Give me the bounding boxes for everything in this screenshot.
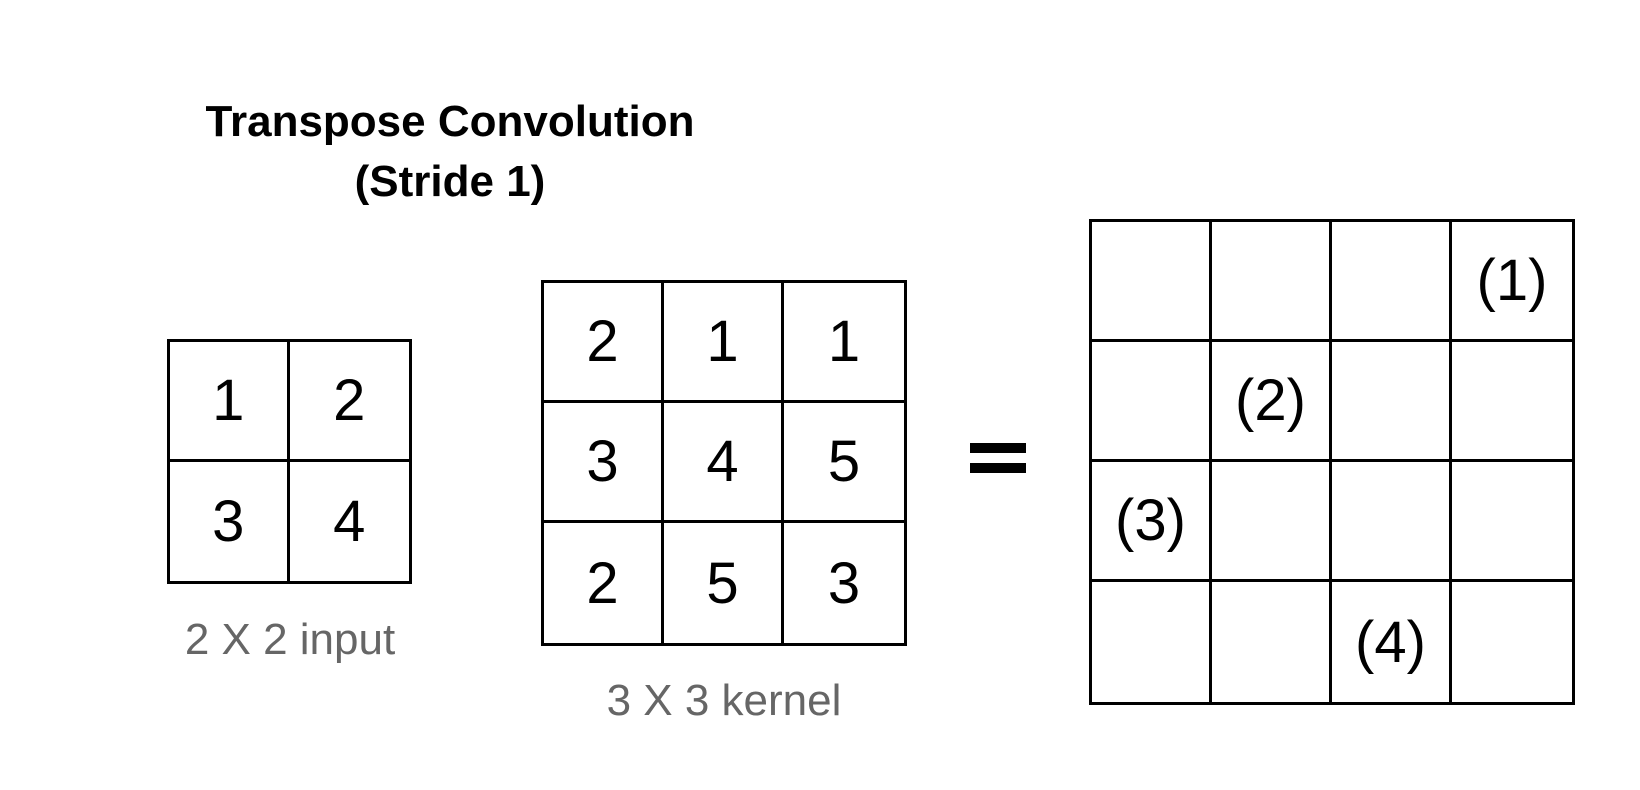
output-cell: [1332, 342, 1452, 462]
equals-bar-top: [970, 443, 1026, 453]
kernel-cell: 1: [664, 283, 784, 403]
output-cell: (3): [1092, 462, 1212, 582]
kernel-cell: 2: [544, 523, 664, 643]
output-cell: [1452, 582, 1572, 702]
input-cell: 2: [289, 342, 409, 462]
equals-sign: [970, 435, 1028, 475]
output-cell: [1452, 462, 1572, 582]
kernel-cell: 2: [544, 283, 664, 403]
kernel-cell: 5: [784, 403, 904, 523]
output-cell: [1092, 342, 1212, 462]
output-cell: [1212, 222, 1332, 342]
input-cell: 4: [333, 488, 366, 554]
output-cell: (1): [1452, 222, 1572, 342]
kernel-matrix: 2 1 1 3 4 5 2 5 3: [541, 280, 907, 646]
input-cell: 1: [170, 342, 290, 462]
output-cell: [1092, 222, 1212, 342]
kernel-cell: 4: [664, 403, 784, 523]
output-cell: [1332, 462, 1452, 582]
kernel-caption: 3 X 3 kernel: [606, 676, 842, 725]
kernel-cell: 3: [544, 403, 664, 523]
equals-bar-bottom: [970, 463, 1026, 473]
input-cell: 3: [170, 461, 290, 581]
diagram-title: Transpose Convolution (Stride 1): [150, 92, 750, 212]
title-line-2: (Stride 1): [354, 157, 546, 206]
output-matrix: (1) (2) (3) (4): [1089, 219, 1575, 705]
input-caption: 2 X 2 input: [184, 615, 396, 664]
output-cell: [1332, 222, 1452, 342]
output-cell: [1212, 582, 1332, 702]
kernel-cell: 1: [784, 283, 904, 403]
output-cell: [1092, 582, 1212, 702]
output-cell: [1212, 462, 1332, 582]
output-cell: (4): [1332, 582, 1452, 702]
title-line-1: Transpose Convolution: [205, 97, 695, 146]
kernel-cell: 5: [664, 523, 784, 643]
kernel-cell: 3: [827, 550, 861, 616]
output-cell: [1452, 342, 1572, 462]
input-matrix: 1 2 3 4: [167, 339, 412, 584]
output-cell: (2): [1212, 342, 1332, 462]
